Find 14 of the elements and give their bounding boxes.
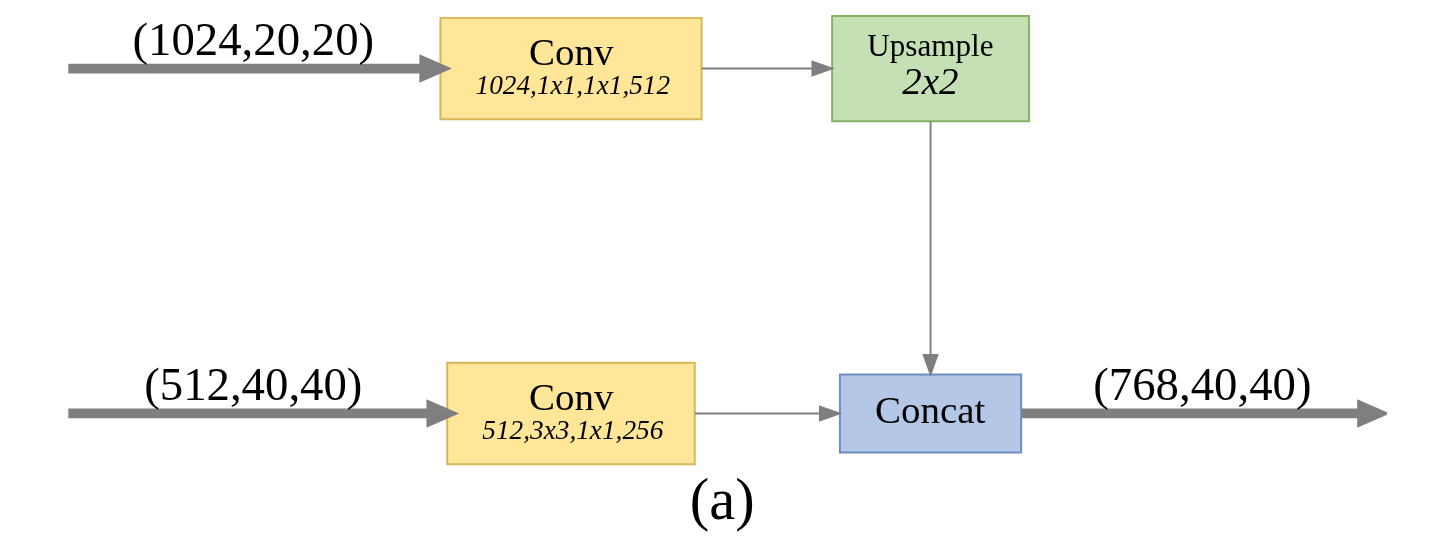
edge-label: (768,40,40) (1092, 358, 1311, 411)
node-box: Conv 512,3x3,1x1,256 (445, 361, 696, 466)
caption: (a) (689, 466, 755, 532)
arrow (921, 120, 939, 378)
arrow (1021, 399, 1387, 428)
node-box: Conv 1024,1x1,1x1,512 (438, 16, 703, 121)
arrow (67, 54, 452, 83)
arrow (693, 405, 842, 422)
node-box: Concat (838, 373, 1022, 454)
arrow (67, 399, 459, 428)
arrow (700, 60, 835, 77)
node-box: Upsample 2x2 (830, 14, 1030, 123)
edge-label: (512,40,40) (143, 358, 362, 411)
edge-label: (1024,20,20) (132, 13, 374, 66)
